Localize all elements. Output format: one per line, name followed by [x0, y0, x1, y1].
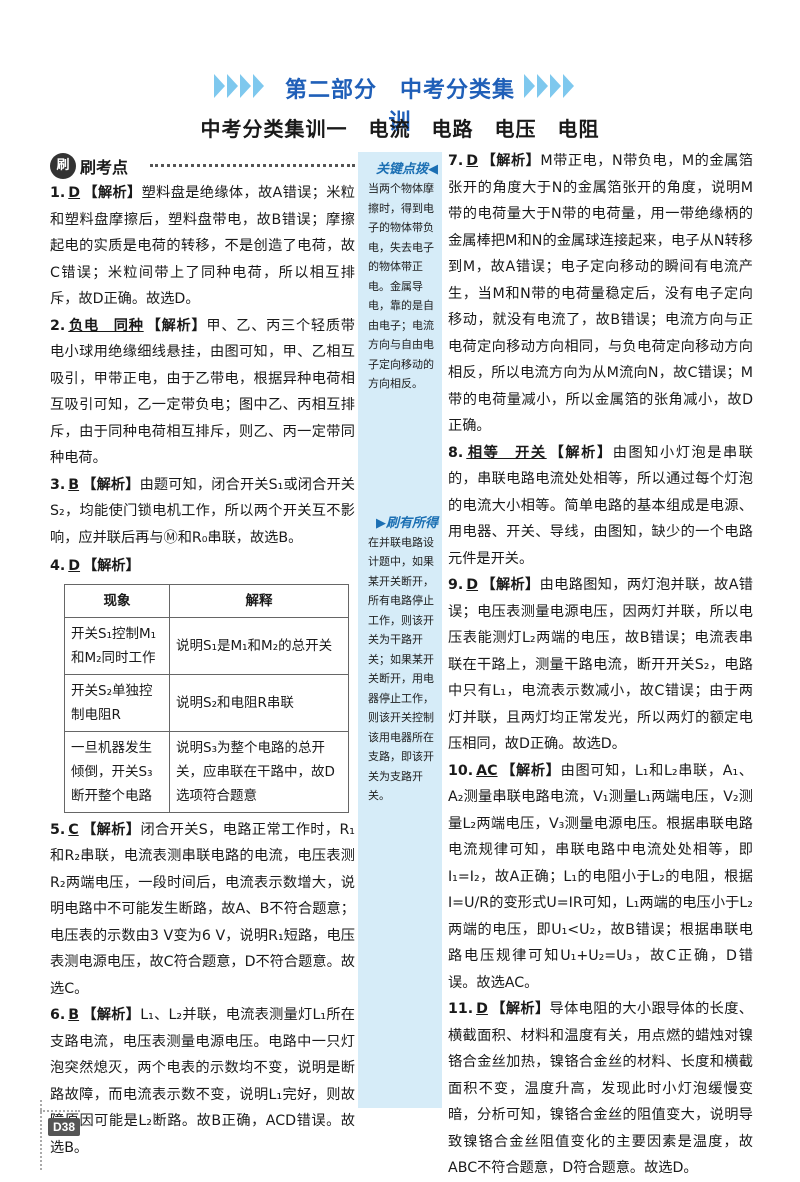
answer-item-4: 4.D【解析】	[50, 558, 140, 574]
section-title: 中考分类集训一 电流 电路 电压 电阻	[200, 117, 600, 141]
corner-dotted-line	[40, 1110, 80, 1112]
brush-badge: 刷 刷考点	[50, 153, 128, 179]
side-notes-panel: 关键点拨◀ 当两个物体摩擦时，得到电子的物体带负电，失去电子的物体带正电。金属导…	[358, 152, 442, 1108]
dotted-divider	[150, 164, 355, 167]
chevron-left-decoration	[214, 74, 264, 98]
answer-item-10: 10.AC【解析】由图可知，L₁和L₂串联，A₁、A₂测量串联电路电流，V₁测量…	[448, 762, 753, 991]
corner-dotted-line	[40, 1100, 42, 1170]
right-column: 7.D【解析】M带正电，N带负电，M的金属箔张开的角度大于N的金属箔张开的角度，…	[448, 148, 753, 1182]
page-number: D38	[48, 1118, 81, 1136]
answer-item-2: 2.负电 同种【解析】甲、乙、丙三个轻质带电小球用绝缘细线悬挂，由图可知，甲、乙…	[50, 317, 355, 467]
left-column: 1.D【解析】塑料盘是绝缘体，故A错误；米粒和塑料盘摩擦后，塑料盘带电，故B错误…	[50, 180, 355, 1161]
table-row: 开关S₁控制M₁和M₂同时工作说明S₁是M₁和M₂的总开关	[64, 616, 349, 675]
chevron-right-decoration	[524, 74, 574, 98]
takeaway-heading: ▶刷有所得	[376, 515, 438, 531]
answer-item-8: 8.相等 开关【解析】由图知小灯泡是串联的，串联电路电流处处相等，所以通过每个灯…	[448, 444, 753, 567]
answer-item-5: 5.C【解析】闭合开关S，电路正常工作时，R₁和R₂串联，电流表测串联电路的电流…	[50, 821, 355, 997]
brush-label: 刷考点	[80, 158, 129, 177]
analysis-table: 现象解释 开关S₁控制M₁和M₂同时工作说明S₁是M₁和M₂的总开关 开关S₂单…	[64, 583, 349, 813]
answer-item-7: 7.D【解析】M带正电，N带负电，M的金属箔张开的角度大于N的金属箔张开的角度，…	[448, 153, 753, 434]
answer-item-1: 1.D【解析】塑料盘是绝缘体，故A错误；米粒和塑料盘摩擦后，塑料盘带电，故B错误…	[50, 185, 355, 307]
brush-icon: 刷	[50, 153, 76, 179]
answer-item-3: 3.B【解析】由题可知，闭合开关S₁或闭合开关S₂，均能使门锁电机工作，所以两个…	[50, 476, 355, 546]
table-header: 现象	[64, 583, 170, 618]
table-row: 一旦机器发生倾倒，开关S₃断开整个电路说明S₃为整个电路的总开关，应串联在干路中…	[64, 730, 349, 813]
answer-item-9: 9.D【解析】由电路图知，两灯泡并联，故A错误；电压表测量电源电压，因两灯并联，…	[448, 577, 753, 752]
answer-item-6: 6.B【解析】L₁、L₂并联，电流表测量灯L₁所在支路电流，电压表测量电源电压。…	[50, 1007, 355, 1156]
answer-item-11: 11.D【解析】导体电阻的大小跟导体的长度、横截面积、材料和温度有关，用点燃的蜡…	[448, 1001, 753, 1176]
part-title: 第二部分 中考分类集训	[284, 78, 515, 135]
page-header: 第二部分 中考分类集训	[0, 70, 800, 135]
key-point-heading: 关键点拨◀	[376, 162, 438, 177]
table-header: 解释	[169, 583, 349, 618]
takeaway-note: 在并联电路设计题中，如果某开关断开，所有电路停止工作，则该开关为干路开关；如果某…	[368, 535, 434, 803]
key-point-note: 当两个物体摩擦时，得到电子的物体带负电，失去电子的物体带正电。金属导电，靠的是自…	[368, 182, 434, 390]
